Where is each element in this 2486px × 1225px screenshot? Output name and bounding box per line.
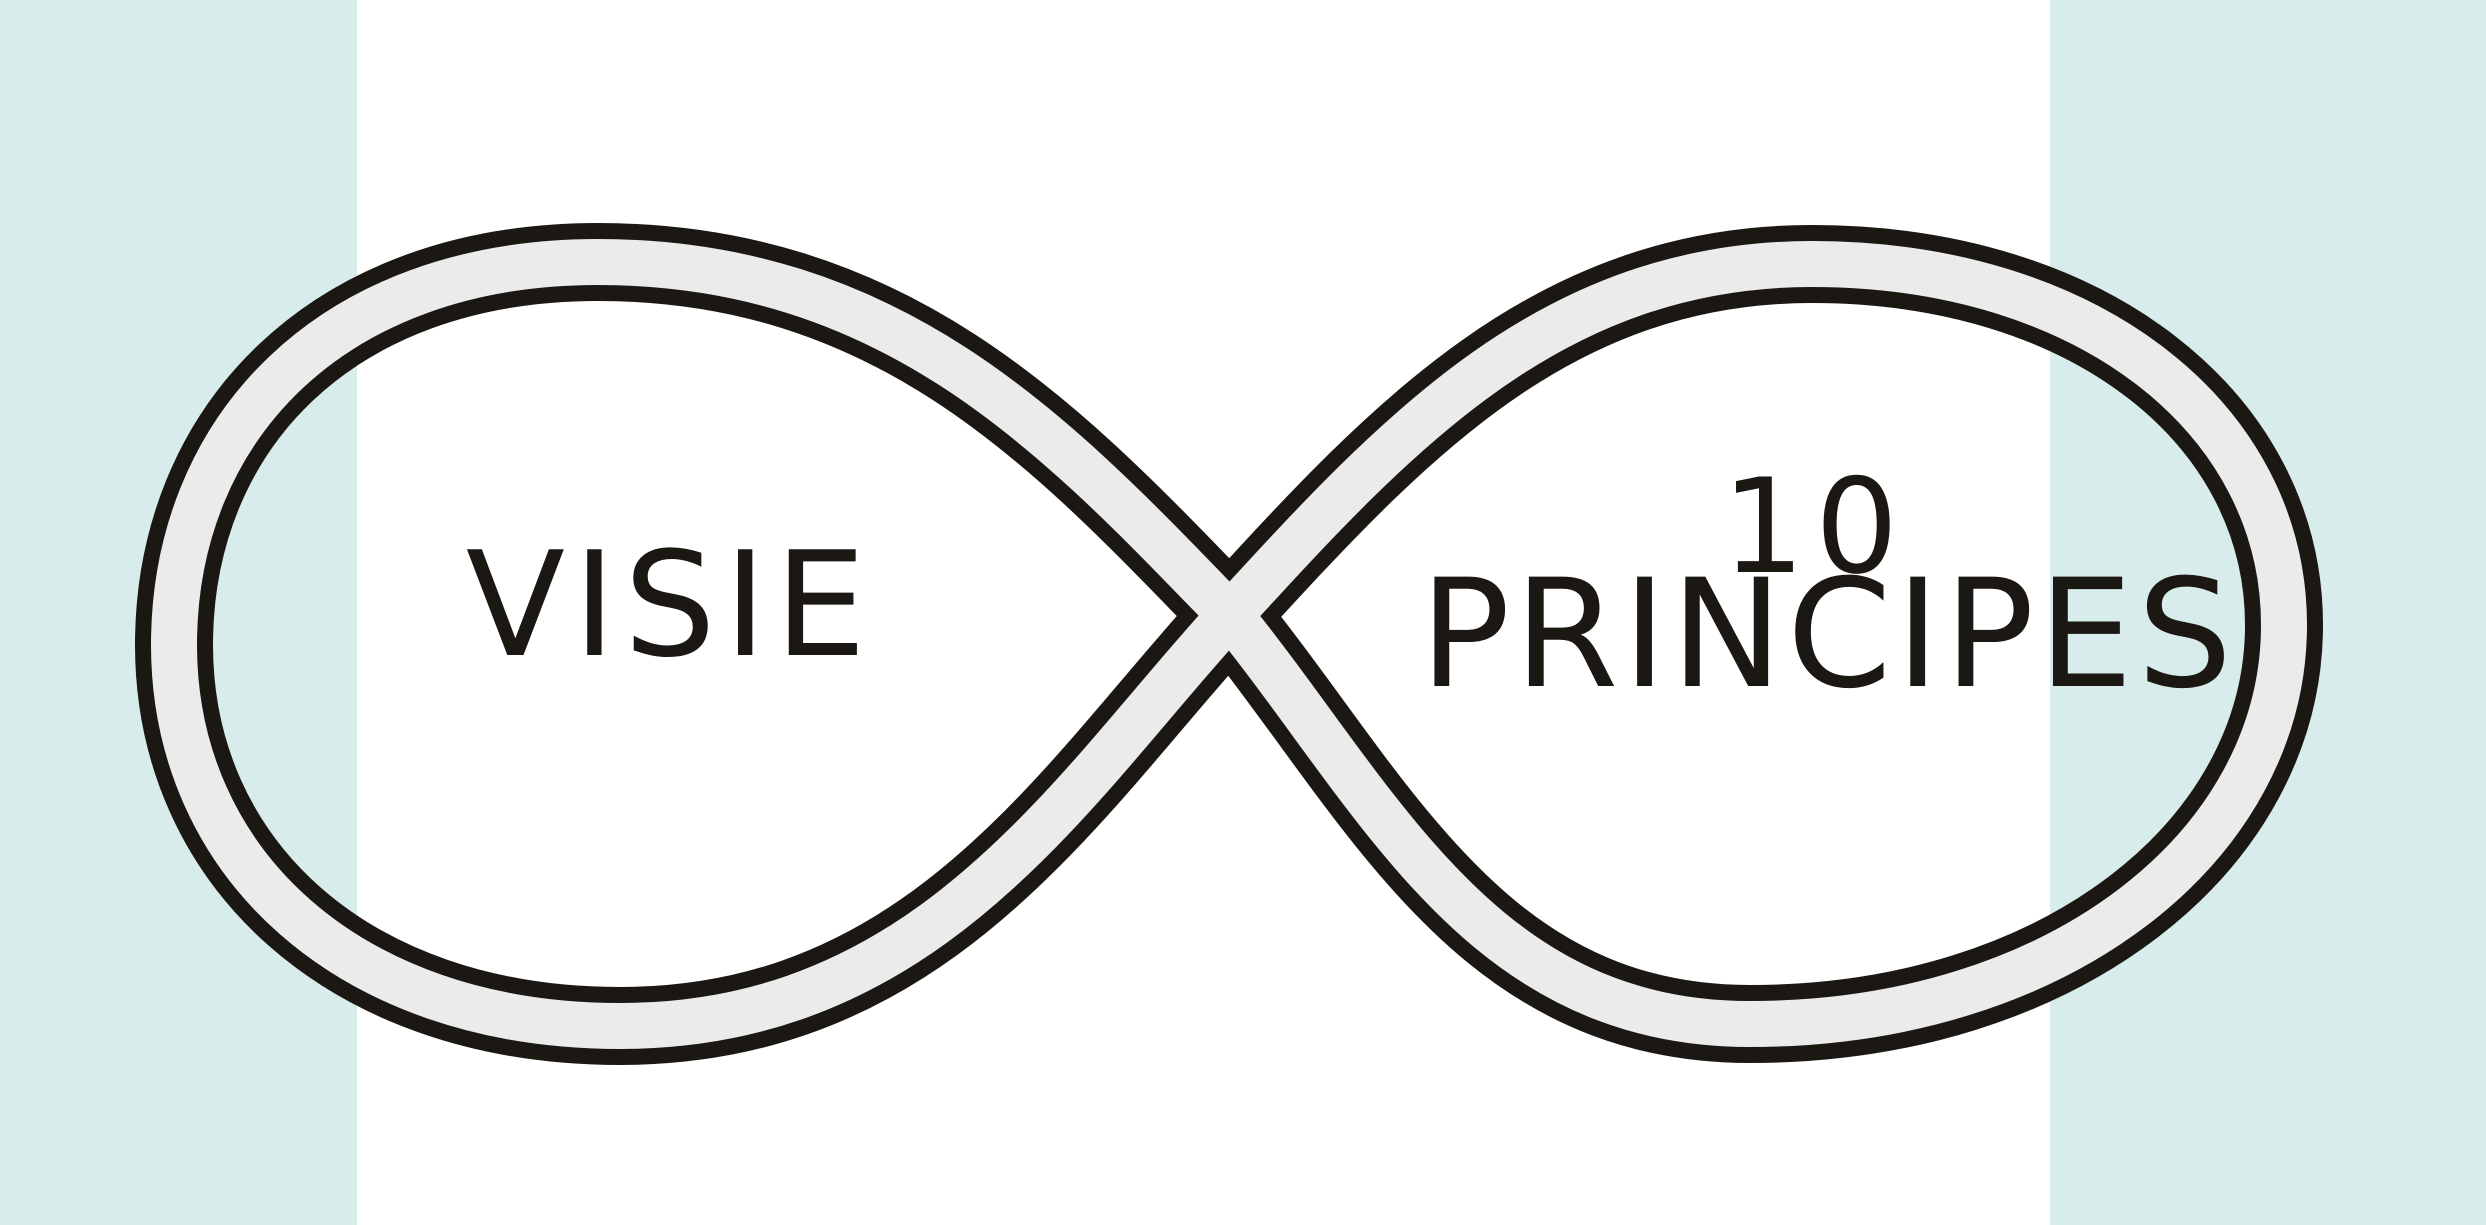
left-loop-label: VISIE [465,521,875,690]
right-loop-label-bottom: PRINCIPES [1419,548,2237,722]
right-loop-label-top: 10 [1721,450,1909,603]
infinity-band-stroke [151,239,2307,1049]
